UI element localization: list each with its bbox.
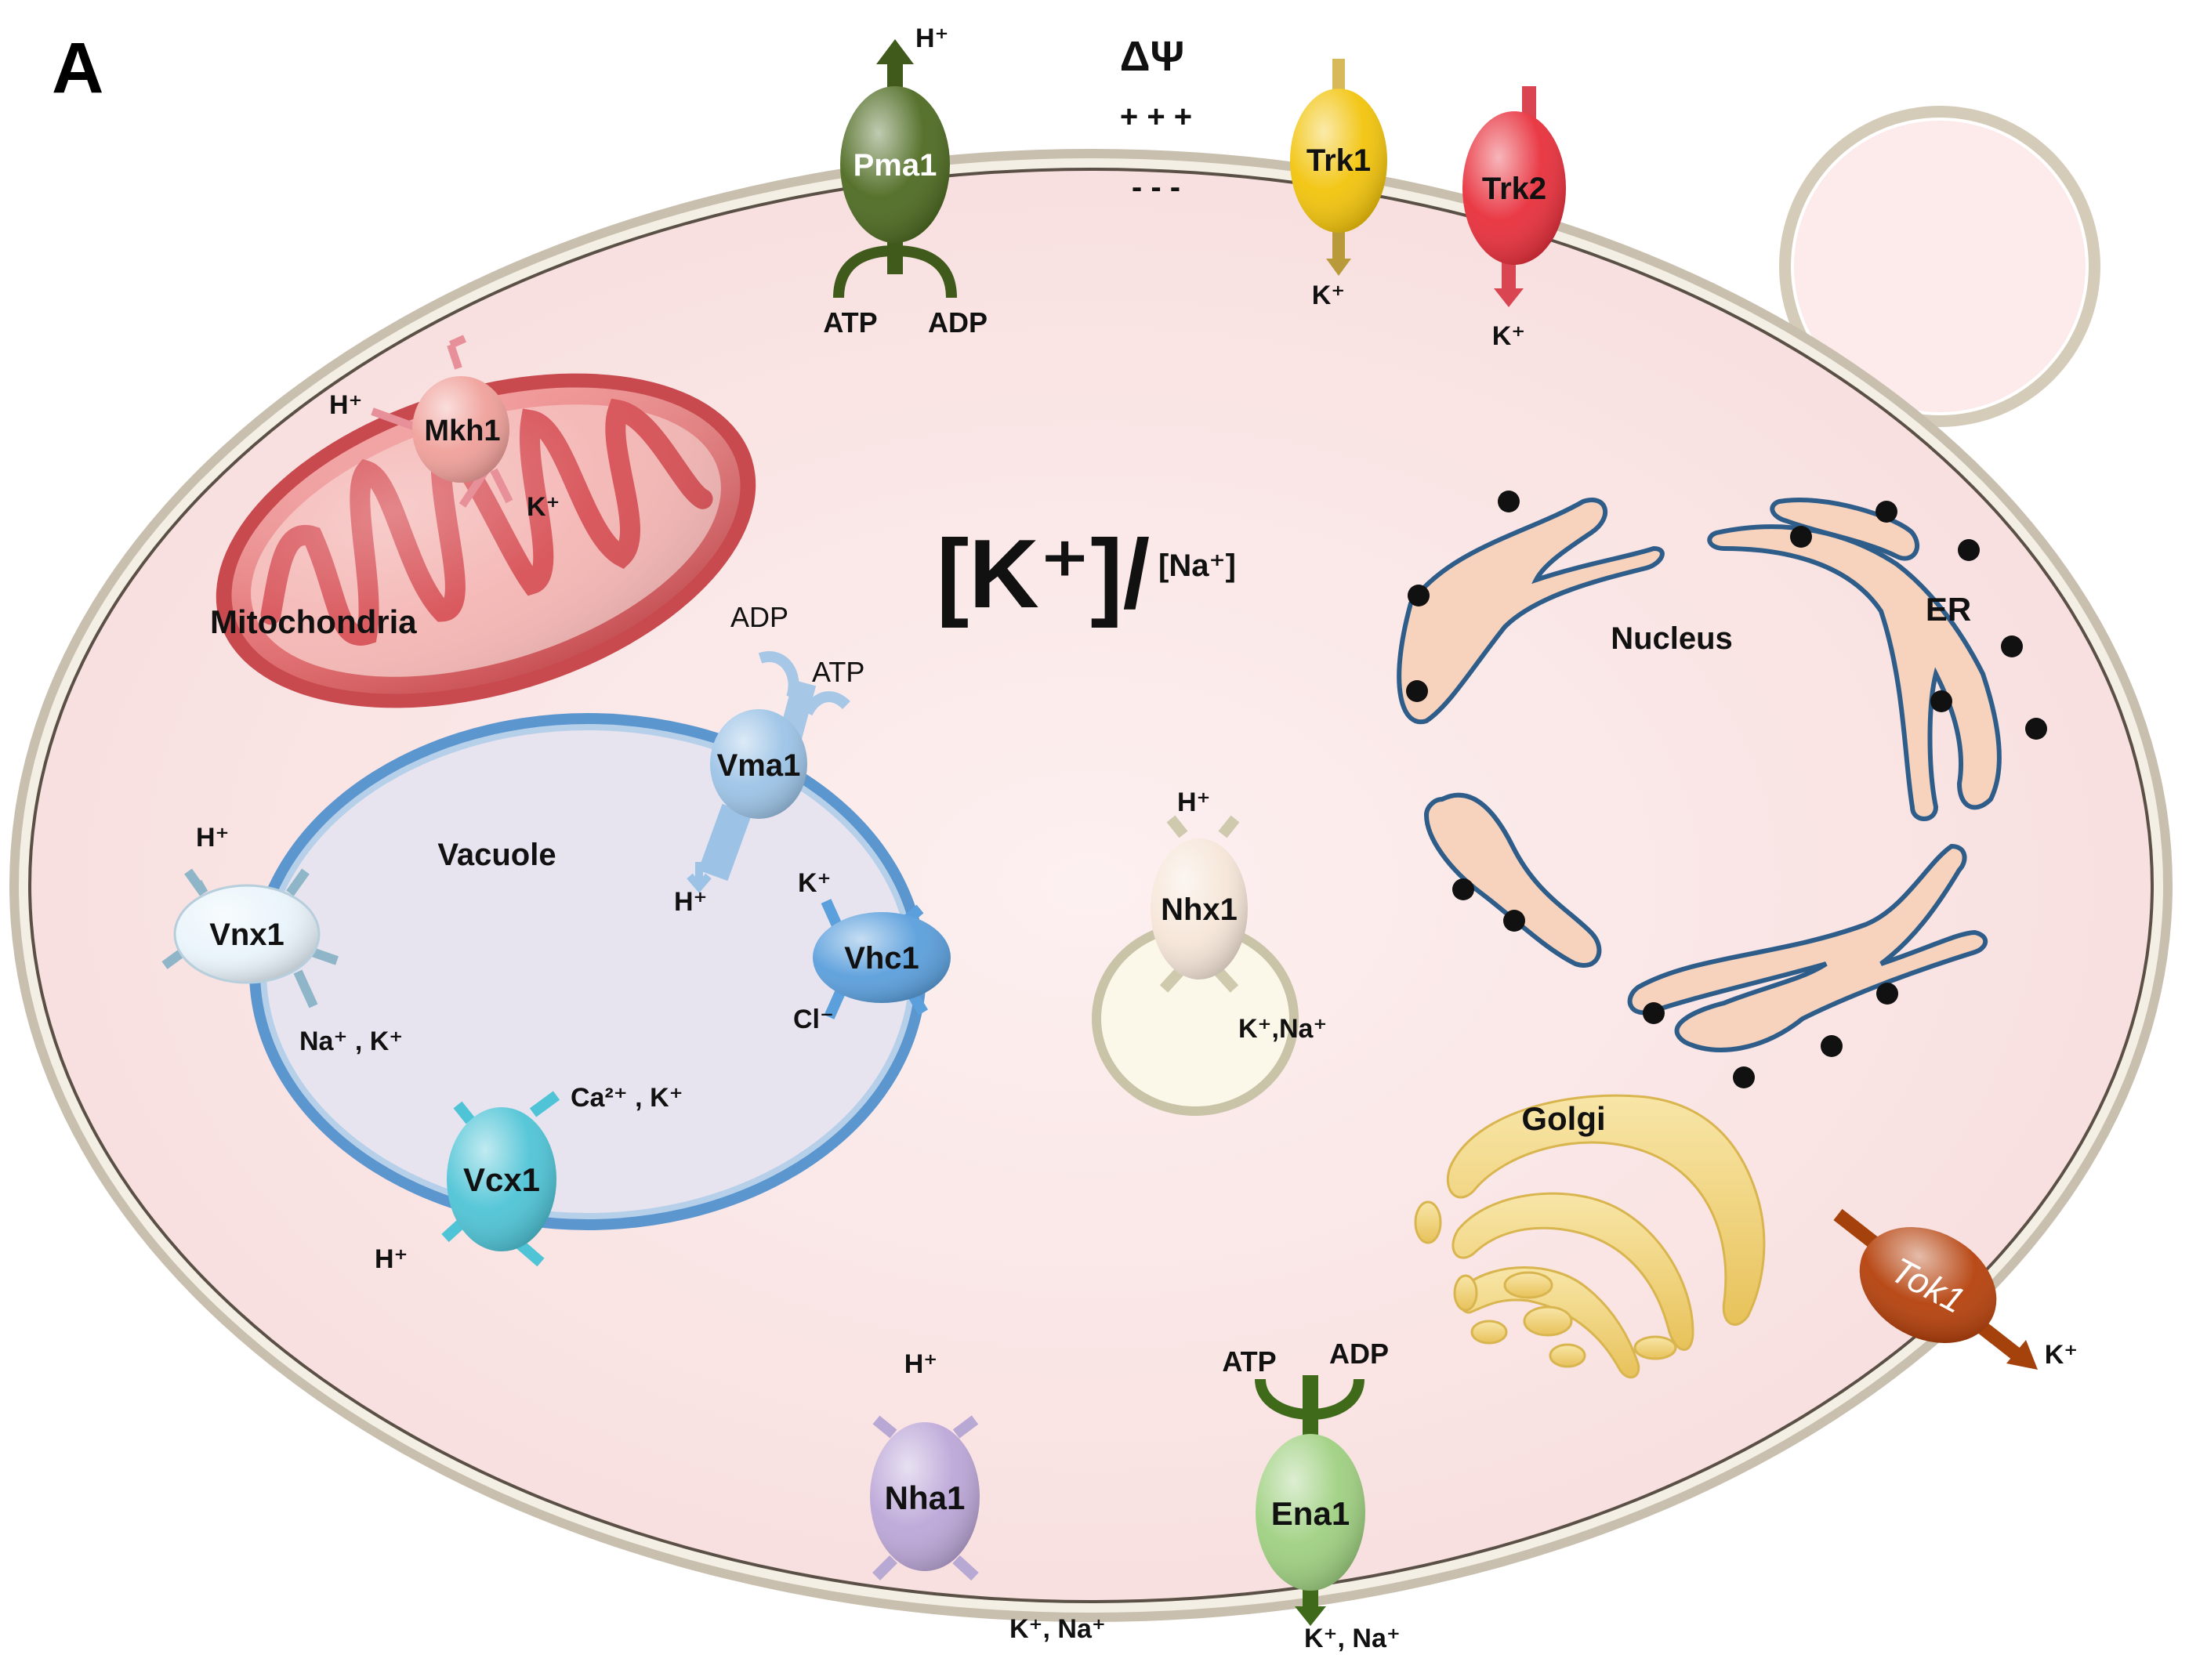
plus-signs: + + + — [1120, 100, 1192, 134]
vcx1-label: Vcx1 — [463, 1161, 540, 1198]
vacuole-label: Vacuole — [437, 838, 556, 872]
trk2-k: K⁺ — [1492, 321, 1526, 351]
na-label: [Na⁺] — [1158, 549, 1236, 583]
k-ratio-label: [K⁺]/ — [937, 520, 1150, 628]
tok1-k: K⁺ — [2045, 1340, 2078, 1370]
ena1-ions: K⁺, Na⁺ — [1304, 1624, 1401, 1653]
mitochondria — [216, 373, 756, 708]
vhc1-transporter: Vhc1 K⁺ Cl⁻ — [793, 868, 951, 1034]
golgi-label: Golgi — [1521, 1100, 1605, 1137]
pma1-h: H⁺ — [915, 24, 949, 53]
vnx1-transporter: Vnx1 H⁺ Na⁺ , K⁺ — [161, 823, 403, 1056]
mkh1-transporter: Mkh1 H⁺ K⁺ — [329, 335, 560, 522]
nucleus-label: Nucleus — [1611, 621, 1733, 656]
vnx1-label: Vnx1 — [209, 918, 284, 952]
vma1-label: Vma1 — [717, 748, 801, 783]
vacuole — [249, 713, 926, 1230]
nhx1-label: Nhx1 — [1161, 892, 1238, 927]
vma1-adp: ADP — [730, 601, 788, 633]
er-label: ER — [1926, 591, 1971, 628]
mkh1-label: Mkh1 — [424, 415, 500, 447]
nucleus-er — [1397, 498, 2002, 1052]
ena1-atp: ATP — [1222, 1345, 1276, 1378]
vhc1-k: K⁺ — [798, 868, 832, 898]
vcx1-h: H⁺ — [375, 1244, 408, 1274]
ena1-adp: ADP — [1329, 1338, 1389, 1370]
nhx1-h: H⁺ — [1177, 788, 1211, 817]
minus-signs: - - - — [1132, 170, 1180, 205]
panel-label: A — [52, 28, 103, 108]
trk1-label: Trk1 — [1307, 143, 1371, 178]
trk2-label: Trk2 — [1482, 172, 1546, 206]
pma1-transporter: Pma1 H⁺ ATP ADP — [823, 24, 988, 339]
mkh1-h-ion: H⁺ — [329, 390, 363, 420]
vnx1-h: H⁺ — [196, 823, 230, 853]
nha1-h: H⁺ — [904, 1349, 938, 1379]
ribosome-dots — [1406, 491, 2047, 1088]
vhc1-label: Vhc1 — [844, 941, 919, 976]
membrane-potential: ΔΨ + + + - - - — [1120, 33, 1192, 205]
vma1-atp: ATP — [812, 656, 864, 688]
pma1-label: Pma1 — [853, 148, 937, 183]
mitochondria-label: Mitochondria — [210, 603, 417, 640]
golgi — [1414, 1094, 1766, 1378]
nha1-ions: K⁺, Na⁺ — [1009, 1614, 1106, 1644]
vcx1-transporter: Vcx1 Ca²⁺ , K⁺ H⁺ — [375, 1083, 683, 1274]
tok1-transporter: Tok1 K⁺ — [1833, 1208, 2078, 1370]
delta-psi-label: ΔΨ — [1120, 33, 1185, 80]
nha1-label: Nha1 — [885, 1479, 966, 1516]
ena1-transporter: Ena1 ATP ADP K⁺, Na⁺ — [1222, 1338, 1400, 1653]
ena1-label: Ena1 — [1271, 1495, 1350, 1532]
vma1-h: H⁺ — [674, 887, 708, 917]
trk2-transporter: Trk2 K⁺ — [1462, 86, 1566, 351]
vcx1-ions: Ca²⁺ , K⁺ — [571, 1083, 683, 1113]
trk1-transporter: Trk1 K⁺ — [1290, 59, 1387, 310]
nhx1-ions: K⁺,Na⁺ — [1238, 1014, 1327, 1044]
pma1-atp: ATP — [823, 306, 877, 339]
k-na-ratio: [K⁺]/ [Na⁺] — [937, 520, 1236, 628]
vma1-transporter: Vma1 ADP ATP H⁺ — [674, 601, 864, 917]
vhc1-cl: Cl⁻ — [793, 1005, 834, 1034]
pma1-adp: ADP — [928, 306, 988, 339]
nhx1-endosome: Nhx1 H⁺ K⁺,Na⁺ — [1092, 788, 1327, 1116]
nha1-transporter: Nha1 H⁺ K⁺, Na⁺ — [870, 1349, 1106, 1644]
mkh1-k-ion: K⁺ — [527, 492, 560, 522]
trk1-k: K⁺ — [1312, 281, 1346, 310]
vnx1-ions: Na⁺ , K⁺ — [299, 1026, 403, 1056]
bud-cell — [1779, 106, 2100, 427]
